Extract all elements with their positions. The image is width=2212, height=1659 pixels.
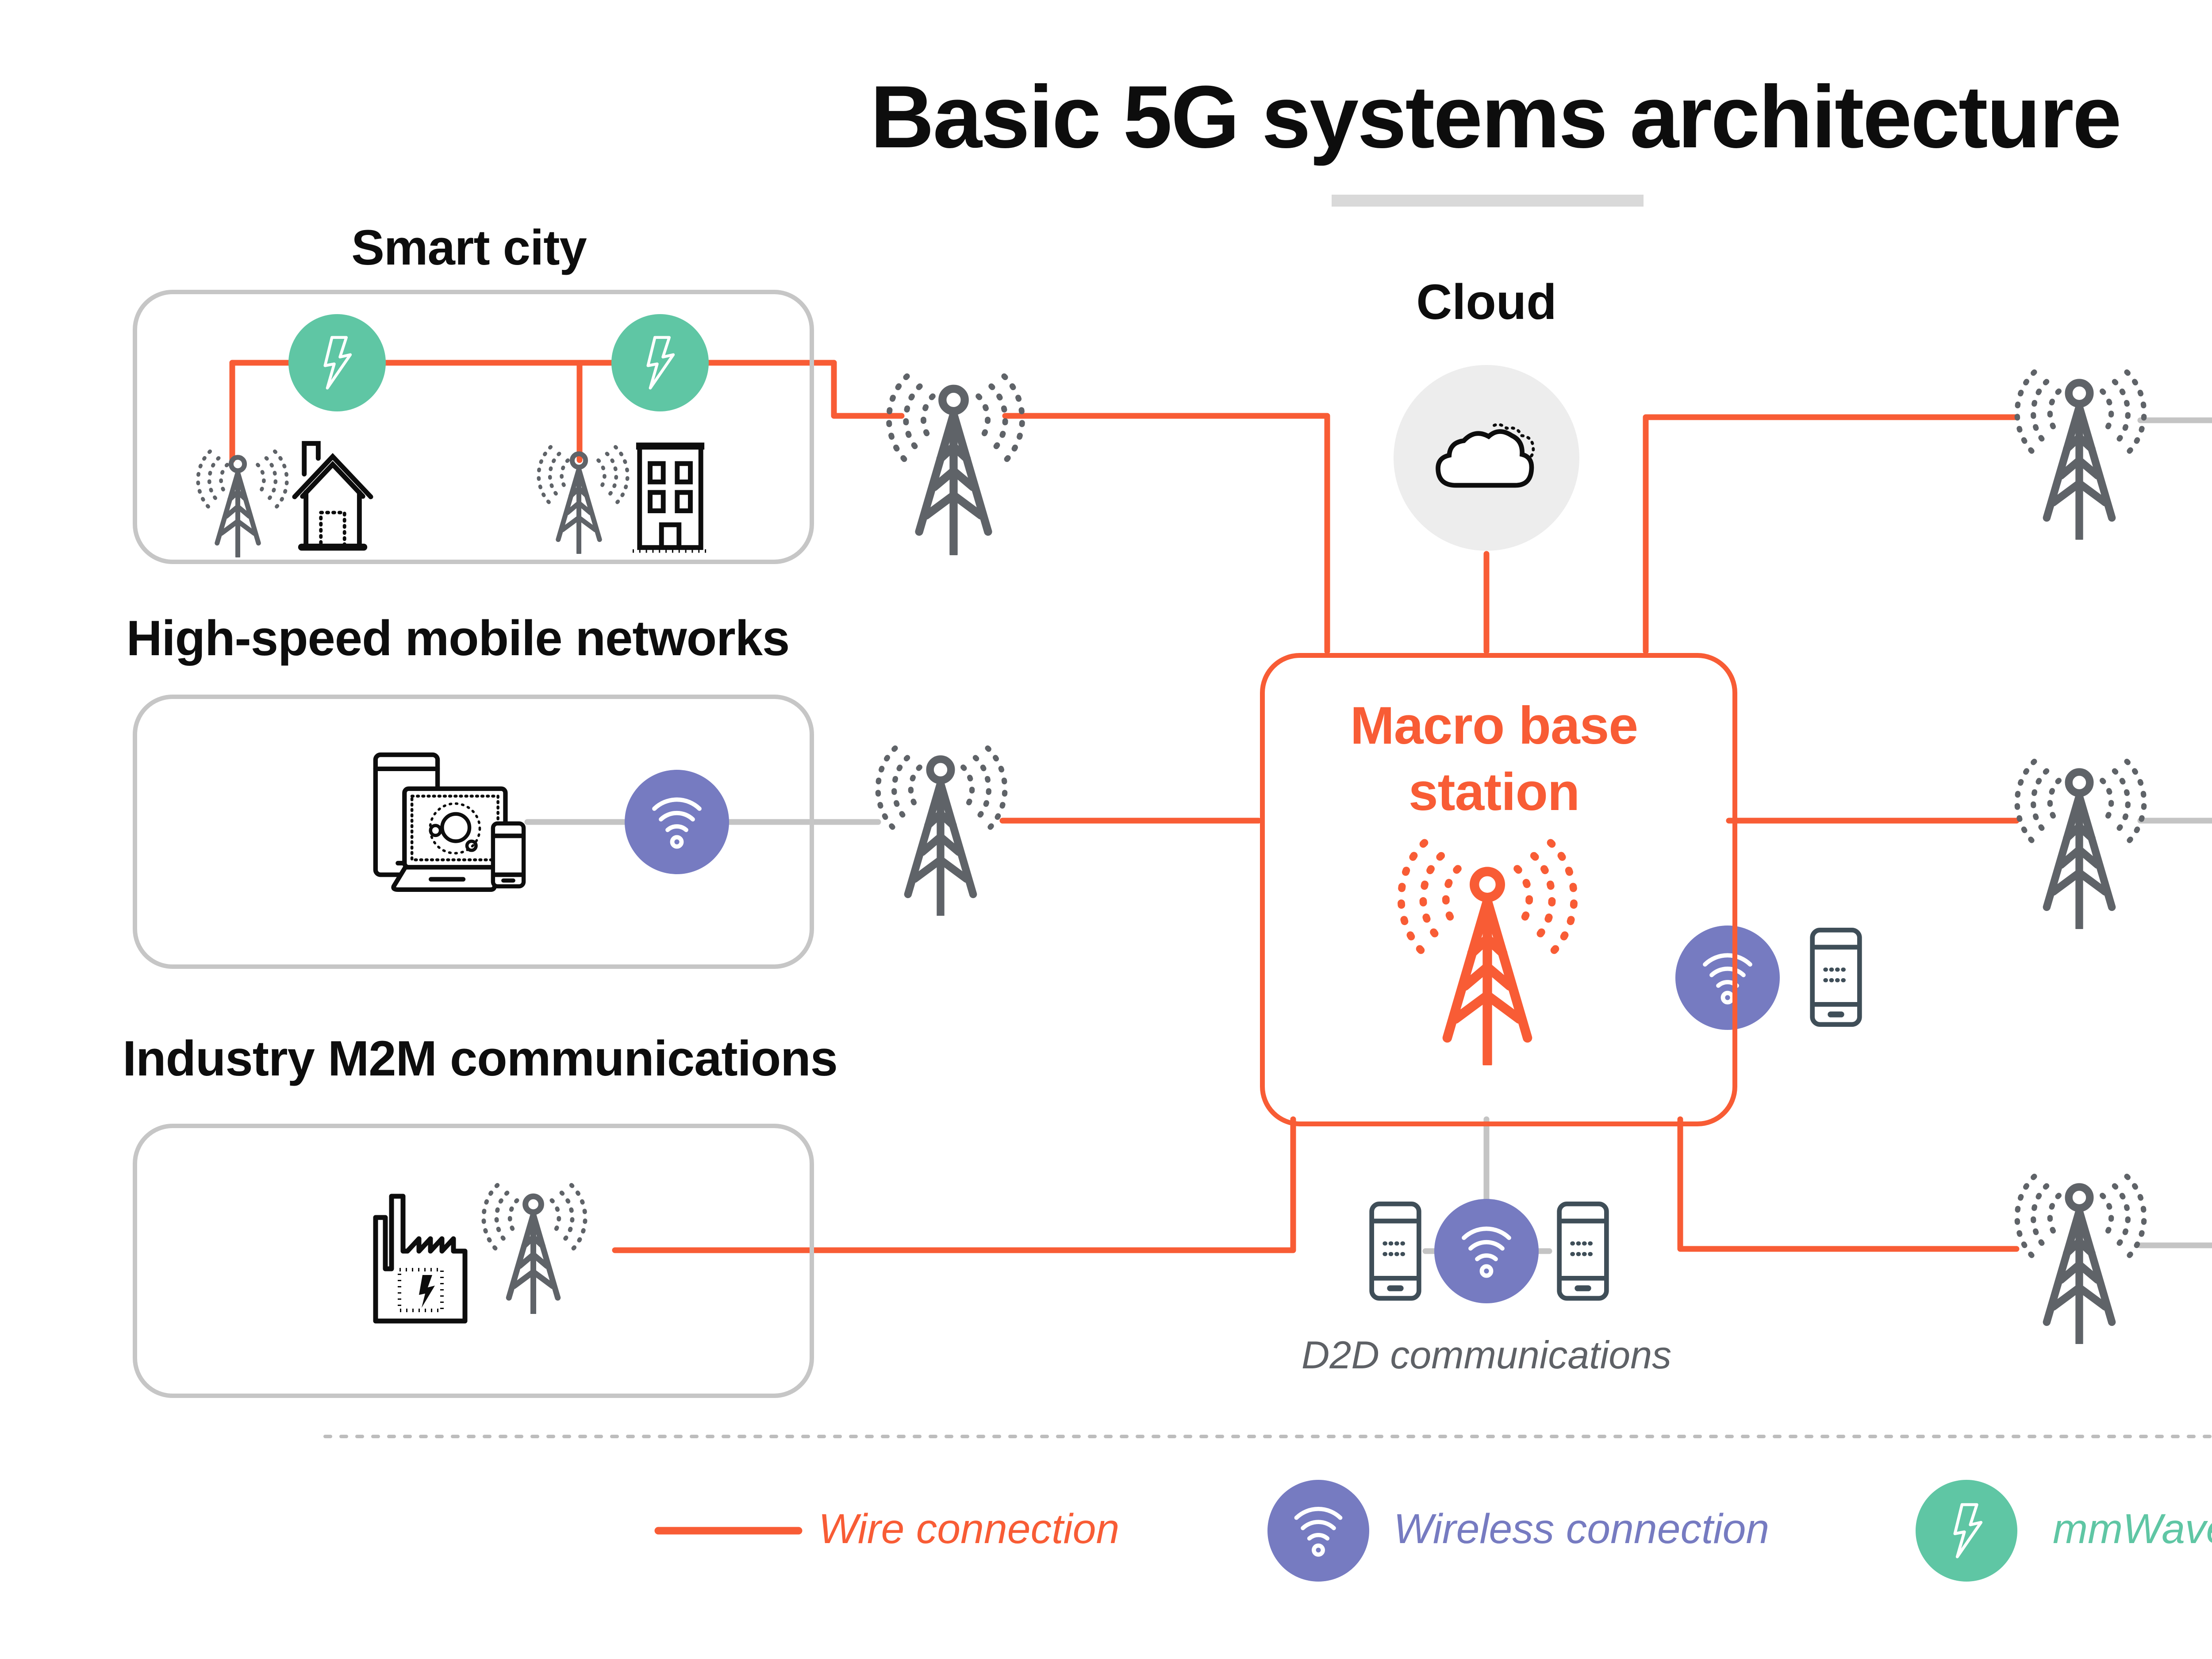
macro-base-station-box: [1260, 653, 1737, 1126]
macro-base-station-label: Macro base station: [1350, 696, 1638, 822]
legend-mmwave-label: mmWave: [2053, 1505, 2212, 1552]
wire-connections: [229, 360, 2020, 1253]
wire-industry-to-macro: [612, 1116, 1296, 1253]
legend-mmwave-circle: [1916, 1480, 2017, 1582]
wireless-nodes: [625, 770, 1780, 1303]
legend-wire-label: Wire connection: [818, 1505, 1120, 1552]
section-title-industry-m2m: Industry M2M communications: [123, 1031, 838, 1086]
smartphone-icon-macro-side: [1813, 930, 1860, 1024]
mmwave-nodes: [288, 314, 709, 411]
smartphone-icon-d2d-left: [1372, 1204, 1419, 1298]
wire-antenna-to-macro-top-left: [1002, 413, 1330, 654]
legend-wireless-circle: [1267, 1480, 1369, 1582]
mmwave-circle-2: [611, 314, 709, 411]
title-underline: [1332, 195, 1644, 207]
high-speed-box: [133, 695, 814, 969]
wireless-circle-macro-edge: [1675, 926, 1780, 1030]
wire-smart-city-to-antenna: [831, 360, 905, 419]
d2d-communications-label: D2D communications: [1301, 1333, 1672, 1377]
antenna-tower-icon-smart-city-link: [919, 389, 988, 554]
antenna-tower-icon-high-speed-link: [908, 759, 973, 915]
mmwave-circle-1: [288, 314, 386, 411]
antenna-tower-icon-smart-buildings-link: [2047, 383, 2112, 539]
cloud-label: Cloud: [1416, 274, 1557, 330]
smartphone-icon-d2d-right: [1559, 1204, 1607, 1298]
antenna-tower-icon-healthcare-link: [2047, 772, 2112, 928]
legend-wireless-label: Wireless connection: [1394, 1505, 1770, 1552]
smart-city-box: [133, 290, 814, 564]
section-title-smart-city: Smart city: [351, 220, 587, 275]
legend-graphics: [654, 1480, 2017, 1582]
wire-macro-to-vehicular: [1677, 1116, 2020, 1252]
section-title-high-speed: High-speed mobile networks: [126, 611, 790, 666]
wireless-circle-d2d: [1434, 1199, 1539, 1303]
antenna-tower-icon-vehicular-link: [2047, 1187, 2112, 1343]
industry-m2m-box: [133, 1124, 814, 1398]
wire-macro-to-smart-buildings: [1643, 414, 2020, 654]
wireless-circle-high-speed: [625, 770, 729, 874]
page-title: Basic 5G systems architecture: [870, 68, 2122, 166]
